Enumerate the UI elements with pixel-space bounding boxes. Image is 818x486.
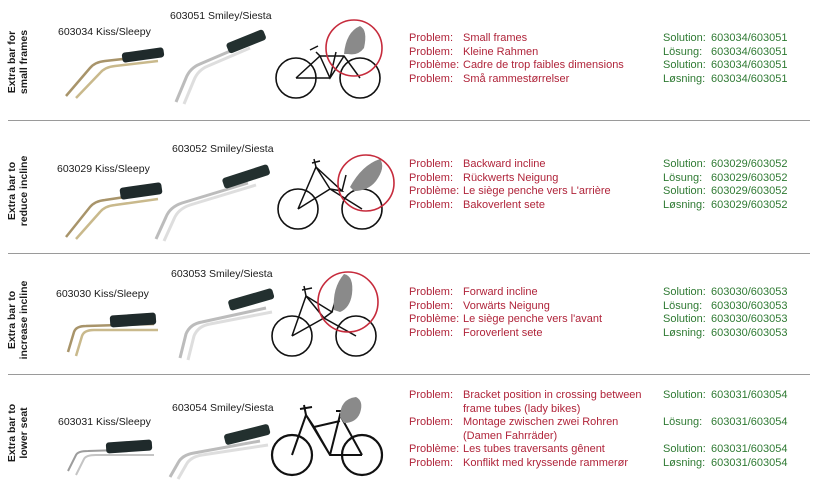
section-increase-incline: Extra bar to increase incline 603030 Kis… (0, 254, 818, 374)
solution-row: Solution:603031/603054 (663, 443, 788, 455)
problem-row: Problem:Bakoverlent sete (409, 198, 545, 211)
extra-bar-kiss-sleepy-image (65, 47, 165, 99)
product-label-smiley-siesta: 603054 Smiley/Siesta (172, 402, 274, 414)
section-divider (8, 374, 810, 375)
section-vertical-label: Extra bar to lower seat (6, 403, 30, 463)
solution-row: Solution:603034/603051 (663, 59, 788, 71)
problem-row: Problem:Foroverlent sete (409, 326, 543, 339)
solution-row: Løsning:603031/603054 (663, 456, 788, 469)
product-label-kiss-sleepy: 603031 Kiss/Sleepy (58, 416, 151, 428)
section-divider (8, 253, 810, 254)
extra-bar-kiss-sleepy-image (67, 439, 154, 476)
solution-row: Solution:603031/603054 (663, 389, 788, 401)
solution-row: Solution:603030/603053 (663, 313, 788, 325)
problem-row: Problem:Konflikt med kryssende rammerør (409, 456, 629, 469)
problems-list: Problem:Bracket position in crossing bet… (409, 389, 659, 470)
section-vertical-label: Extra bar for small frames (6, 29, 30, 95)
problem-row: Problem:Montage zwischen zwei Rohren (409, 416, 619, 428)
solution-row: Løsning:603034/603051 (663, 72, 788, 85)
extra-bar-kiss-sleepy-image (65, 182, 163, 240)
solution-row: Lösung:603030/603053 (663, 299, 788, 312)
bike-diagram-forward-incline (271, 271, 379, 357)
solution-row: Solution:603030/603053 (663, 286, 788, 298)
product-label-kiss-sleepy: 603030 Kiss/Sleepy (56, 288, 149, 300)
section-small-frames: Extra bar for small frames 603034 Kiss/S… (0, 0, 818, 120)
problems-list: Problem:Small frames Problem:Kleine Rahm… (409, 32, 659, 86)
extra-bar-smiley-siesta-image (178, 288, 275, 361)
solution-row: Lösung:603034/603051 (663, 45, 788, 58)
solution-row: Løsning:603030/603053 (663, 326, 788, 339)
problem-row: Problem:Bracket position in crossing bet… (409, 389, 642, 401)
extra-bar-smiley-siesta-image (168, 424, 271, 480)
problem-row: frame tubes (lady bikes) (463, 402, 581, 415)
extra-bar-kiss-sleepy-image (66, 312, 158, 357)
solutions-list: Solution:603031/603054 Lösung:603031/603… (663, 389, 813, 470)
problem-row: Problem:Backward incline (409, 158, 546, 170)
product-label-smiley-siesta: 603053 Smiley/Siesta (171, 268, 273, 280)
solution-row: Solution:603029/603052 (663, 185, 788, 197)
extra-bar-smiley-siesta-image (174, 29, 266, 105)
product-label-kiss-sleepy: 603034 Kiss/Sleepy (58, 26, 151, 38)
problem-row: Problem:Forward incline (409, 286, 538, 298)
problem-row: Problème:Les tubes traversants gênent (409, 443, 605, 455)
solution-row: Lösung:603031/603054 (663, 416, 788, 428)
problem-row: Problème:Le siège penche vers l'avant (409, 313, 603, 325)
product-label-smiley-siesta: 603051 Smiley/Siesta (170, 10, 272, 22)
problem-row: Problem:Små rammestørrelser (409, 72, 570, 85)
solutions-list: Solution:603034/603051 Lösung:603034/603… (663, 32, 813, 86)
section-reduce-incline: Extra bar to reduce incline 603029 Kiss/… (0, 121, 818, 253)
problem-row: Problème:Le siège penche vers L'arrière (409, 185, 611, 197)
section-divider (8, 120, 810, 121)
solutions-list: Solution:603029/603052 Lösung:603029/603… (663, 158, 813, 212)
problem-row: (Damen Fahrräder) (463, 429, 558, 442)
product-label-kiss-sleepy: 603029 Kiss/Sleepy (57, 163, 150, 175)
problems-list: Problem:Forward incline Problem:Vorwärts… (409, 286, 659, 340)
bike-diagram-backward-incline (277, 154, 395, 230)
bike-diagram-lady-bike (270, 397, 384, 477)
bike-diagram-small-frame (275, 19, 383, 99)
solution-row: Løsning:603029/603052 (663, 198, 788, 211)
section-vertical-label: Extra bar to increase incline (6, 280, 30, 360)
solution-row: Solution:603034/603051 (663, 32, 788, 44)
problem-row: Problème:Cadre de trop faibles dimension… (409, 59, 624, 71)
solution-row: Lösung:603029/603052 (663, 171, 788, 184)
section-vertical-label: Extra bar to reduce incline (6, 155, 30, 227)
problem-row: Problem:Rückwerts Neigung (409, 171, 559, 184)
solution-row (663, 430, 813, 444)
problem-row: Problem:Small frames (409, 32, 528, 44)
problem-row: Problem:Kleine Rahmen (409, 45, 539, 58)
extra-bar-smiley-siesta-image (154, 164, 270, 242)
problems-list: Problem:Backward incline Problem:Rückwer… (409, 158, 659, 212)
product-label-smiley-siesta: 603052 Smiley/Siesta (172, 143, 274, 155)
solution-row (663, 403, 813, 417)
section-lower-seat: Extra bar to lower seat 603031 Kiss/Slee… (0, 375, 818, 486)
solutions-list: Solution:603030/603053 Lösung:603030/603… (663, 286, 813, 340)
problem-row: Problem:Vorwärts Neigung (409, 299, 550, 312)
solution-row: Solution:603029/603052 (663, 158, 788, 170)
